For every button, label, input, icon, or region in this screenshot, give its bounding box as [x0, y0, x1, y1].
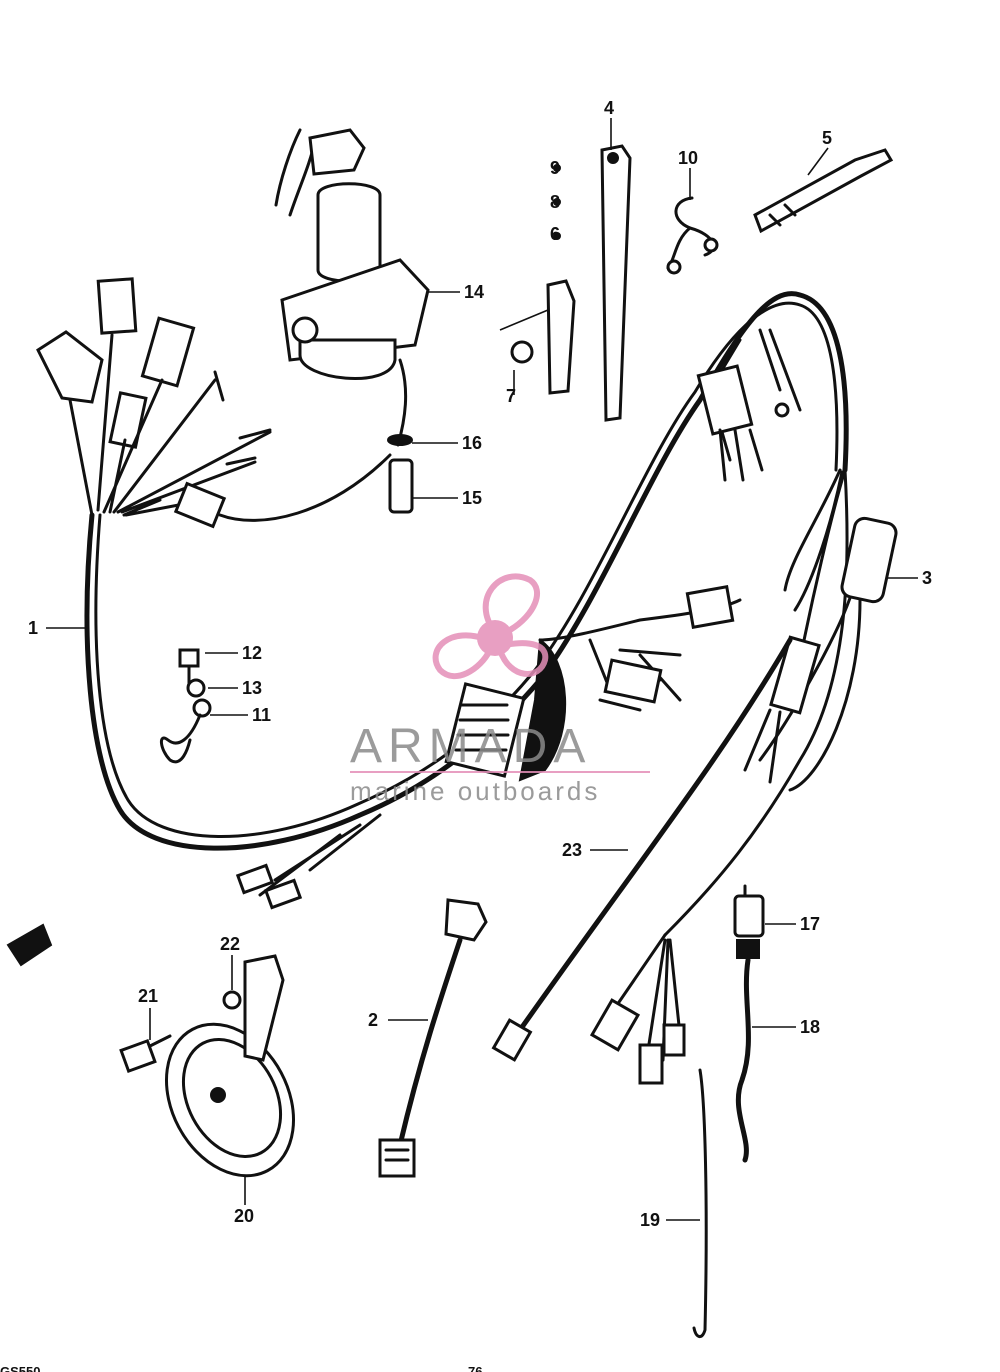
callout-19: 19	[640, 1210, 660, 1230]
wire-clip-part-10	[666, 196, 719, 275]
callout-23: 23	[562, 840, 582, 860]
callout-22: 22	[220, 934, 240, 954]
regulator-unit	[444, 638, 567, 782]
ignition-switch-part-14	[274, 128, 430, 514]
callout-labels: 1 2 3 4 5 6 7 8 9 10 11 12 13 14 15 16 1…	[28, 98, 932, 1230]
watermark-brand: ARMADA	[350, 720, 591, 773]
horn-parts-20-22	[119, 954, 296, 1178]
leader-lines	[46, 118, 918, 1221]
footer-code-right: 76	[468, 1364, 482, 1372]
bracket-parts-6-9	[499, 164, 576, 395]
lead-wire-part-2	[378, 898, 488, 1178]
condenser-part-3	[743, 516, 898, 792]
callout-4: 4	[604, 98, 614, 118]
wiring-harness-part-1	[36, 277, 849, 1085]
callout-2: 2	[368, 1010, 378, 1030]
band-strap-part-4	[600, 144, 632, 422]
callout-6: 6	[550, 224, 560, 244]
callout-18: 18	[800, 1017, 820, 1037]
watermark-tagline: marine outboards	[350, 776, 600, 806]
callout-21: 21	[138, 986, 158, 1006]
callout-1: 1	[28, 618, 38, 638]
callout-5: 5	[822, 128, 832, 148]
footer-code-left: GS550	[0, 1364, 40, 1372]
callout-13: 13	[242, 678, 262, 698]
callout-7: 7	[506, 386, 516, 406]
callout-12: 12	[242, 643, 262, 663]
hook-screw-parts-11-13	[160, 648, 212, 764]
callout-16: 16	[462, 433, 482, 453]
callout-17: 17	[800, 914, 820, 934]
callout-9: 9	[550, 158, 560, 178]
callout-11: 11	[252, 705, 271, 725]
clamp-tie-part-5	[753, 148, 894, 234]
watermark: ARMADA marine outboards	[350, 573, 650, 806]
callout-14: 14	[464, 282, 484, 302]
switch-spring-parts-17-19	[692, 884, 765, 1338]
callout-10: 10	[678, 148, 698, 168]
scan-artifact-mark	[6, 923, 53, 967]
callout-20: 20	[234, 1206, 254, 1226]
lead-wire-part-23	[491, 637, 793, 1062]
callout-15: 15	[462, 488, 482, 508]
callout-8: 8	[550, 192, 560, 212]
propeller-logo-icon	[432, 573, 549, 679]
callout-3: 3	[922, 568, 932, 588]
